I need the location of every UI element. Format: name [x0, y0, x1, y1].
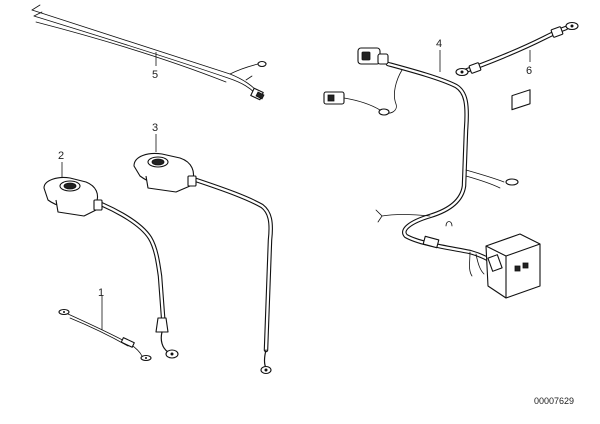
- part-label-3: 3: [152, 122, 158, 134]
- part-1-ground-wire: [58, 308, 152, 362]
- part-2-battery-cable: [43, 176, 179, 359]
- part-label-2: 2: [58, 150, 64, 162]
- part-label-4: 4: [436, 38, 442, 50]
- part-4-main-harness: [323, 47, 541, 299]
- leader-lines: [61, 50, 531, 330]
- part-6-short-cable: [455, 21, 579, 77]
- part-3-battery-cable: [133, 152, 273, 375]
- part-label-5: 5: [152, 69, 158, 81]
- part-label-1: 1: [98, 287, 104, 299]
- part-label-6: 6: [526, 65, 532, 77]
- reference-code: 00007629: [534, 396, 574, 406]
- part-5-wiring-harness: [31, 4, 267, 101]
